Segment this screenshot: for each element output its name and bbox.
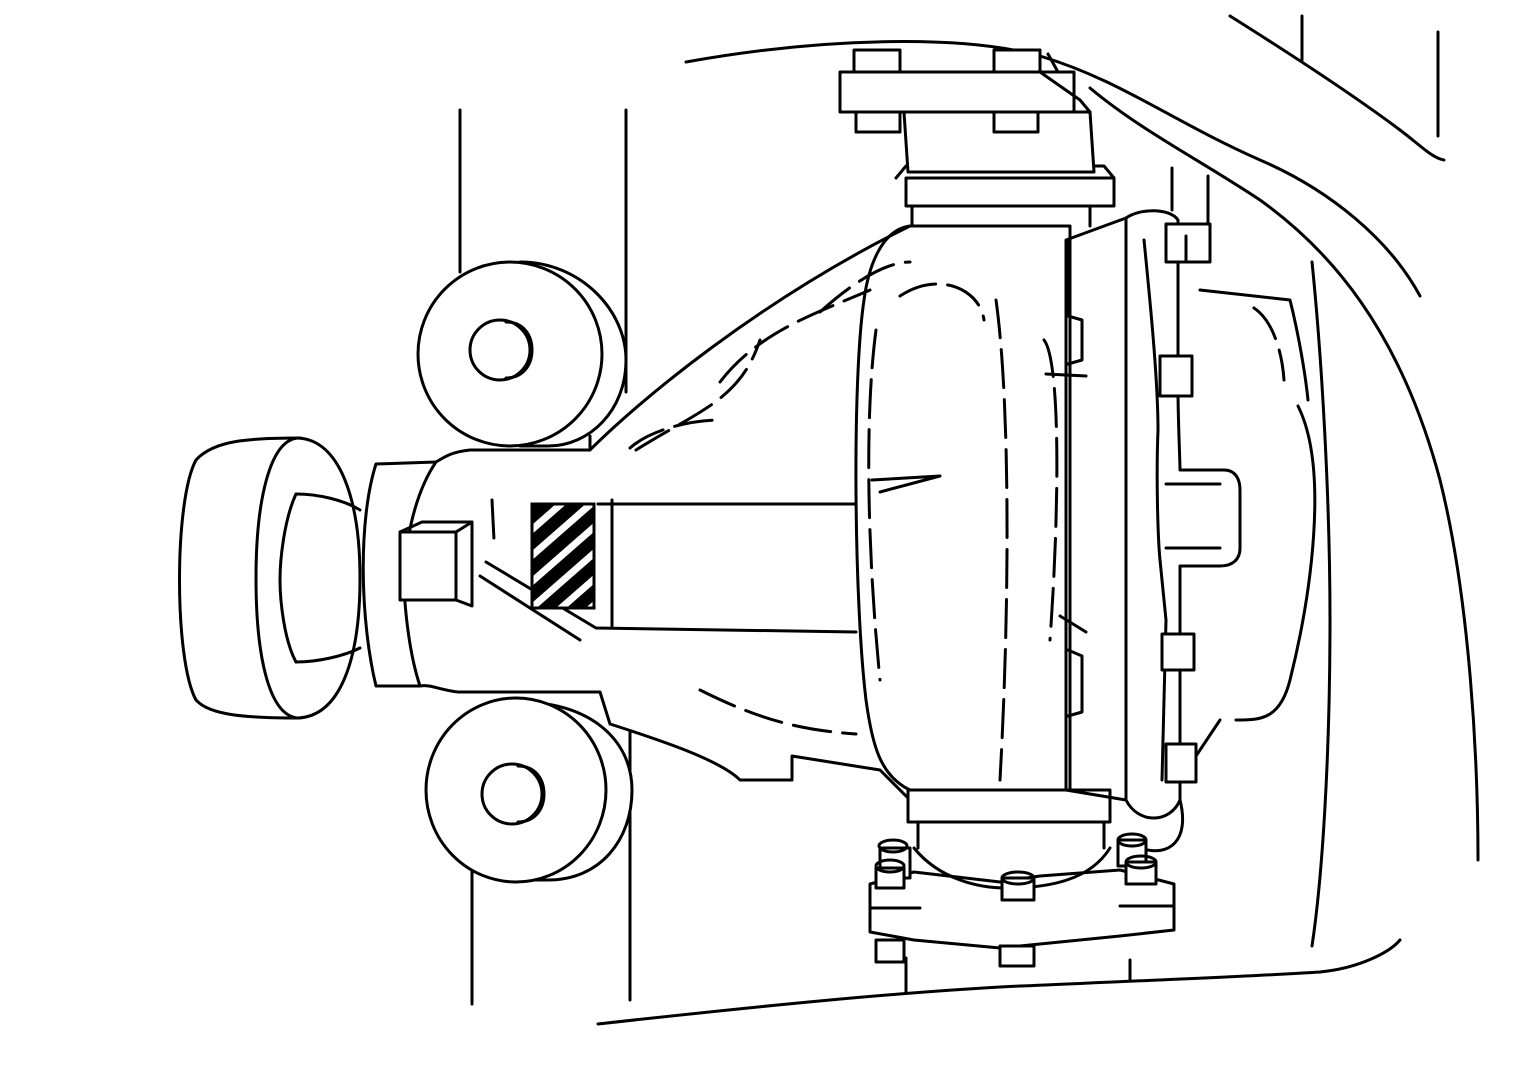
differential-carrier bbox=[361, 164, 1116, 850]
hatched-label-area bbox=[530, 502, 596, 610]
companion-flange bbox=[178, 436, 362, 720]
vehicle-body-outline bbox=[596, 14, 1480, 1026]
front-mount-bushing bbox=[416, 260, 628, 448]
differential-cover bbox=[1064, 209, 1317, 853]
drive-shaft-flange bbox=[838, 48, 1096, 174]
propeller-shaft-flange bbox=[868, 832, 1176, 968]
rear-mount-bushing bbox=[424, 696, 634, 884]
